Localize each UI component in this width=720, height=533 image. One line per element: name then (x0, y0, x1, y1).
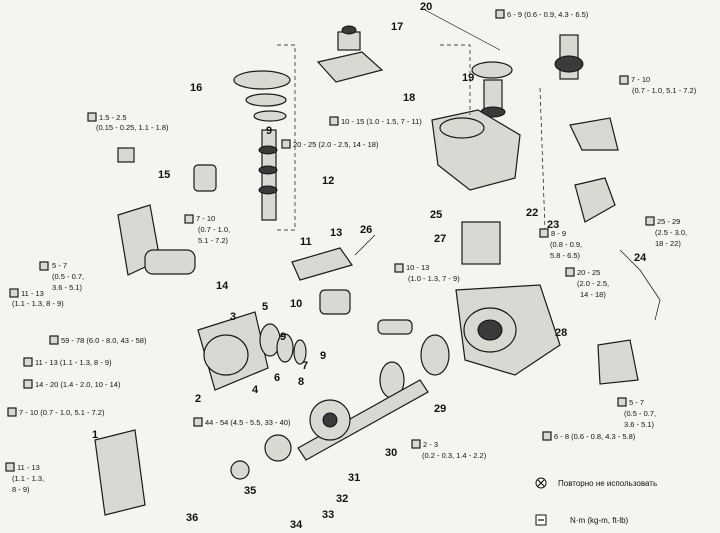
torque-spec: (2.0 - 2.5, (577, 279, 609, 288)
torque-spec: (1.1 - 1.3, (12, 474, 44, 483)
part-number: 9 (320, 350, 326, 362)
torque-spec: 8 - 9) (12, 485, 30, 494)
torque-spec: (0.8 - 0.9, (550, 240, 582, 249)
part-number: 9 (266, 125, 272, 137)
part-number: 31 (348, 472, 360, 484)
torque-labels: 6 - 9 (0.6 - 0.9, 4.3 - 6.5) 7 - 10 (0.7… (5, 9, 697, 494)
torque-spec: 14 - 20 (1.4 - 2.0, 10 - 14) (35, 380, 121, 389)
part-number: 27 (434, 233, 446, 245)
torque-spec: 18 - 22) (655, 239, 681, 248)
torque-spec: 2 - 3 (423, 440, 438, 449)
part-number: 22 (526, 207, 538, 219)
torque-spec: (0.7 - 1.0, 5.1 - 7.2) (632, 86, 697, 95)
part-number: 35 (244, 485, 256, 497)
part-number: 11 (300, 236, 312, 248)
do-not-reuse-icon (535, 477, 547, 489)
part-number: 4 (252, 384, 259, 396)
part-number: 30 (385, 447, 397, 459)
part-number: 33 (322, 509, 334, 521)
torque-spec: (0.5 - 0.7, (624, 409, 656, 418)
torque-spec: 6 - 8 (0.6 - 0.8, 4.3 - 5.8) (554, 432, 636, 441)
part-number: 17 (391, 21, 403, 33)
torque-spec: 7 - 10 (196, 214, 215, 223)
part-number: 2 (195, 393, 201, 405)
part-number: 6 (274, 372, 280, 384)
part-number: 15 (158, 169, 170, 181)
torque-spec: (2.5 - 3.0, (655, 228, 687, 237)
part-number: 3 (230, 311, 236, 323)
torque-spec: 7 - 10 (0.7 - 1.0, 5.1 - 7.2) (19, 408, 105, 417)
torque-spec: 11 - 13 (21, 289, 44, 298)
legend-do-not-reuse: Повторно не использовать (558, 479, 657, 488)
torque-spec: 20 - 25 (2.0 - 2.5, 14 - 18) (293, 140, 379, 149)
part-number: 28 (555, 327, 567, 339)
part-number: 23 (547, 219, 559, 231)
torque-spec: 11 - 13 (17, 463, 40, 472)
torque-spec: 1.5 - 2.5 (99, 113, 127, 122)
torque-wrench-icon (535, 514, 547, 526)
torque-spec: 8 - 9 (551, 229, 566, 238)
torque-spec: 10 - 15 (1.0 - 1.5, 7 - 11) (341, 117, 422, 126)
torque-spec: 59 - 78 (6.0 - 8.0, 43 - 58) (61, 336, 147, 345)
part-drawings (94, 9, 661, 516)
torque-spec: 5.1 - 7.2) (198, 236, 229, 245)
torque-spec: 14 - 18) (580, 290, 606, 299)
torque-spec: 6 - 9 (0.6 - 0.9, 4.3 - 6.5) (507, 10, 589, 19)
torque-spec: (1.0 - 1.3, 7 - 9) (408, 274, 460, 283)
torque-spec: 5 - 7 (629, 398, 644, 407)
part-number: 26 (360, 224, 372, 236)
torque-spec: 3.6 - 5.1) (624, 420, 655, 429)
torque-spec: 25 - 29 (657, 217, 680, 226)
part-number: 1 (92, 429, 98, 441)
part-number: 12 (322, 175, 334, 187)
part-number: 24 (634, 252, 647, 264)
torque-spec: 10 - 13 (406, 263, 429, 272)
torque-spec: 7 - 10 (631, 75, 650, 84)
part-number: 20 (420, 1, 432, 13)
legend: Повторно не использовать N·m (kg-m, ft-l… (535, 477, 657, 526)
torque-spec: 3.6 - 5.1) (52, 283, 83, 292)
part-number: 13 (330, 227, 342, 239)
part-number: 5 (262, 301, 268, 313)
part-number: 8 (298, 376, 304, 388)
part-number: 18 (403, 92, 415, 104)
part-number: 10 (290, 298, 302, 310)
torque-spec: (0.5 - 0.7, (52, 272, 84, 281)
part-number: 19 (462, 72, 474, 84)
part-number: 16 (190, 82, 202, 94)
part-number: 14 (216, 280, 229, 292)
torque-spec: 20 - 25 (577, 268, 600, 277)
torque-spec: 11 - 13 (1.1 - 1.3, 8 - 9) (35, 358, 112, 367)
part-number: 9 (280, 331, 286, 343)
legend-torque-units: N·m (kg-m, ft-lb) (570, 516, 629, 525)
torque-spec: 5 - 7 (52, 261, 67, 270)
part-number: 29 (434, 403, 446, 415)
part-number: 25 (430, 209, 442, 221)
part-number: 34 (290, 519, 303, 531)
torque-spec: (0.15 - 0.25, 1.1 - 1.8) (96, 123, 169, 132)
torque-spec: (0.2 - 0.3, 1.4 - 2.2) (422, 451, 487, 460)
torque-spec: (1.1 - 1.3, 8 - 9) (12, 299, 64, 308)
torque-spec: 44 - 54 (4.5 - 5.5, 33 - 40) (205, 418, 291, 427)
torque-spec: (0.7 - 1.0, (198, 225, 230, 234)
torque-spec: 5.8 - 6.5) (550, 251, 581, 260)
part-number: 32 (336, 493, 348, 505)
part-number: 7 (302, 360, 308, 372)
part-number: 36 (186, 512, 198, 524)
part-callouts: 1 2 3 4 5 6 7 8 9 9 9 10 11 12 13 14 15 … (92, 1, 647, 531)
